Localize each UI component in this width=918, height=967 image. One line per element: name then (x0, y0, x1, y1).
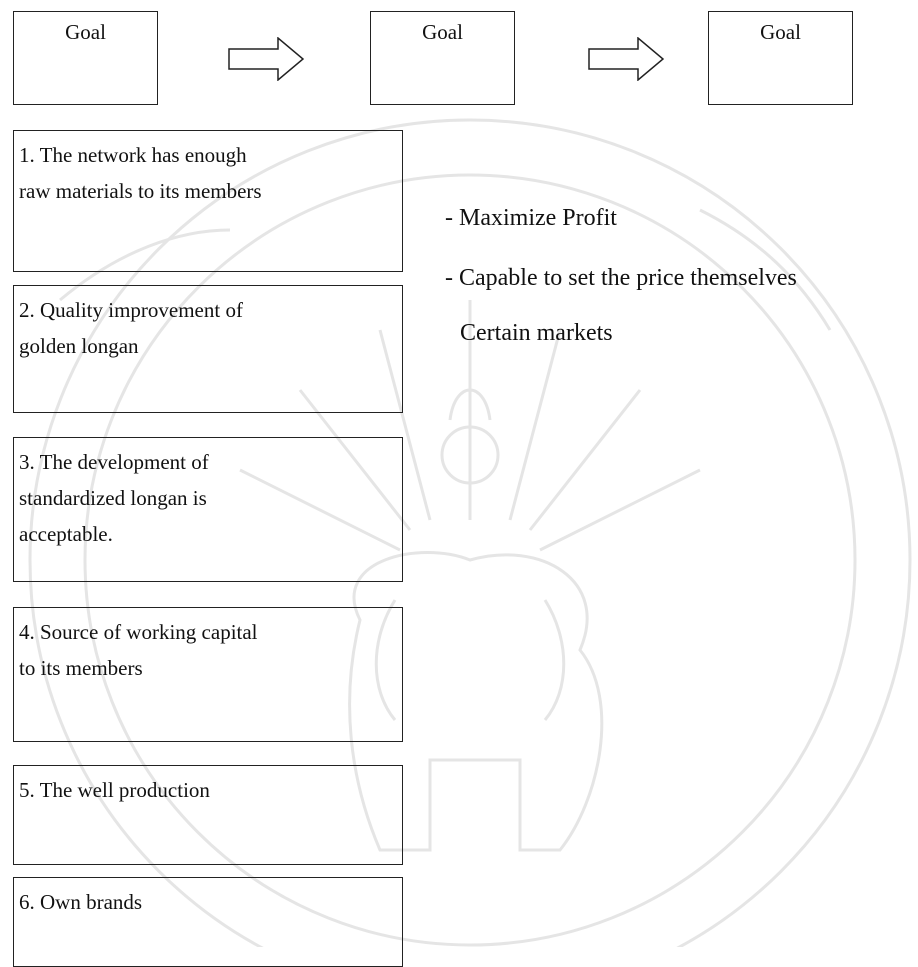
step-text: 3. The development of standardized longa… (19, 450, 209, 546)
goal-label: Goal (760, 20, 801, 44)
right-arrow-icon (588, 37, 664, 81)
step-text: 1. The network has enough raw materials … (19, 143, 262, 203)
goal-label: Goal (422, 20, 463, 44)
step-box-6: 6. Own brands (13, 877, 403, 967)
right-arrow-icon (228, 37, 304, 81)
step-box-2: 2. Quality improvement of golden longan (13, 285, 403, 413)
goal-box-1: Goal (13, 11, 158, 105)
step-text: 4. Source of working capital to its memb… (19, 620, 258, 680)
outcome-certain-markets: Certain markets (460, 320, 613, 346)
goal-box-2: Goal (370, 11, 515, 105)
step-text: 5. The well production (19, 778, 210, 802)
step-text: 6. Own brands (19, 890, 143, 914)
outcome-set-price: - Capable to set the price themselves (445, 265, 797, 291)
step-box-3: 3. The development of standardized longa… (13, 437, 403, 582)
outcome-maximize-profit: - Maximize Profit (445, 205, 617, 231)
step-text: 2. Quality improvement of golden longan (19, 298, 243, 358)
step-box-1: 1. The network has enough raw materials … (13, 130, 403, 272)
goal-box-3: Goal (708, 11, 853, 105)
step-box-4: 4. Source of working capital to its memb… (13, 607, 403, 742)
step-box-5: 5. The well production (13, 765, 403, 865)
goal-label: Goal (65, 20, 106, 44)
